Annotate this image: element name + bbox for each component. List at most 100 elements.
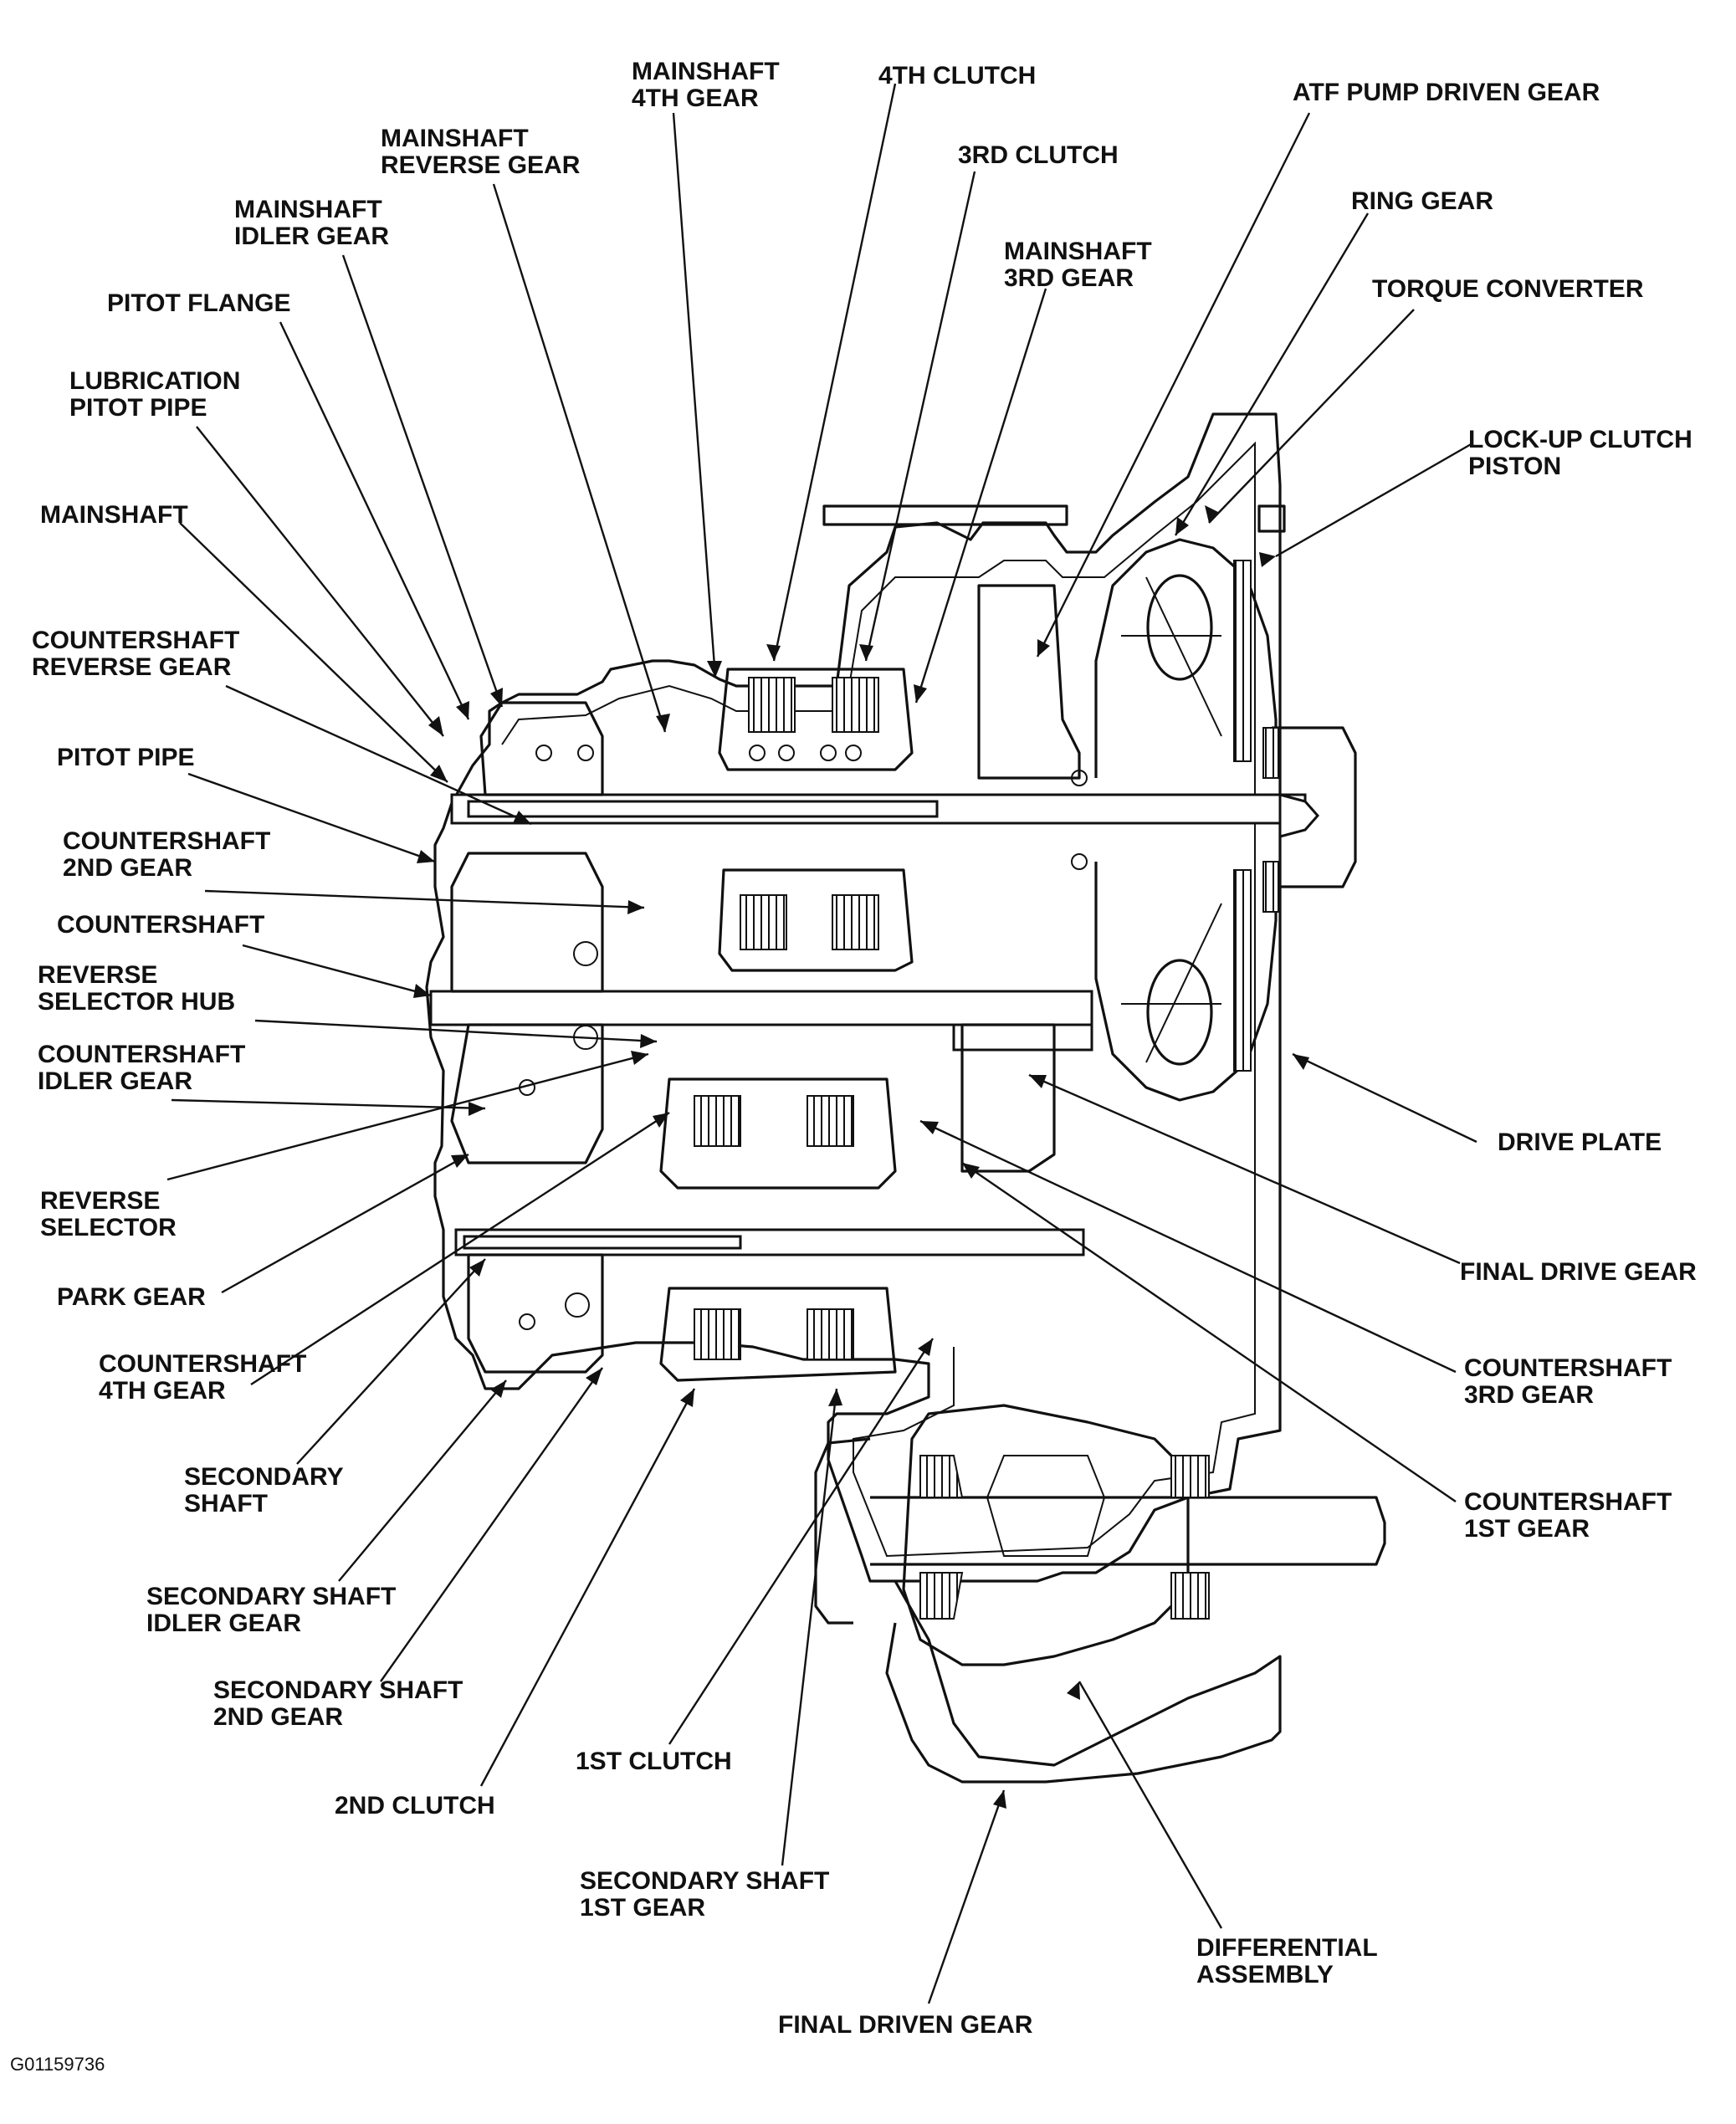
differential-lower-cover <box>885 1580 1282 1784</box>
leader-countershaft-idler-gear <box>171 1098 486 1110</box>
label-mainshaft: MAINSHAFT <box>40 501 188 529</box>
ring-gear-teeth-upper <box>1262 727 1279 779</box>
label-final-drive-gear: FINAL DRIVE GEAR <box>1460 1258 1697 1286</box>
2nd-clutch-pack-upper <box>694 1095 741 1147</box>
leader-secondary-shaft-2nd-gear <box>380 1367 603 1682</box>
bearing-set <box>519 745 1088 1330</box>
1st-clutch-pack-lower <box>807 1308 854 1360</box>
label-drive-plate: DRIVE PLATE <box>1498 1129 1662 1156</box>
differential-bearing-right-upper <box>1170 1455 1210 1498</box>
axle-housing <box>870 1496 1386 1566</box>
leader-final-drive-gear <box>1028 1073 1461 1265</box>
countershaft-gear-cluster-lower-left <box>450 1023 604 1164</box>
label-3rd-clutch: 3RD CLUTCH <box>958 141 1119 169</box>
secondary-shaft-center-bore <box>463 1235 742 1250</box>
final-driven-gear-teeth-lower <box>919 1572 964 1620</box>
label-countershaft: COUNTERSHAFT <box>57 911 264 939</box>
leader-park-gear <box>221 1153 469 1294</box>
torque-converter-lower-turbine <box>1146 959 1213 1066</box>
leader-3rd-clutch <box>864 171 976 662</box>
leader-countershaft-reverse-gear <box>225 684 532 826</box>
secondary-gear-cluster-left <box>467 1253 604 1374</box>
leader-ring-gear <box>1174 212 1370 536</box>
leader-countershaft-2nd-gear <box>204 889 645 909</box>
leader-drive-plate <box>1292 1052 1477 1144</box>
mainshaft-gear-cluster-left <box>479 701 604 796</box>
leader-countershaft-3rd-gear <box>919 1119 1457 1374</box>
leader-final-driven-gear <box>927 1789 1006 2004</box>
housing-bolt-right <box>1257 504 1286 533</box>
leader-reverse-selector-hub <box>254 1019 658 1043</box>
clutch-drum-bottom <box>659 1287 897 1382</box>
leader-2nd-clutch <box>479 1388 696 1787</box>
atf-pump-housing <box>977 584 1081 780</box>
leader-countershaft <box>242 944 432 997</box>
housing-bolt-top <box>822 504 1068 526</box>
differential-pinion <box>986 1455 1106 1557</box>
1st-clutch-pack-upper <box>807 1095 854 1147</box>
reverse-clutch-pack-upper-left <box>740 894 787 950</box>
leader-torque-converter <box>1208 309 1415 524</box>
figure-id: G01159736 <box>10 2054 105 2075</box>
label-ring-gear: RING GEAR <box>1351 187 1493 215</box>
mainshaft-center-bore <box>467 800 939 818</box>
leader-lubrication-pitot-pipe <box>196 426 444 737</box>
leader-atf-pump-driven-gear <box>1036 112 1311 658</box>
3rd-clutch-pack <box>832 677 879 733</box>
clutch-drum-upper <box>718 668 914 771</box>
leader-mainshaft-4th-gear <box>672 112 717 678</box>
label-final-driven-gear: FINAL DRIVEN GEAR <box>778 2011 1033 2039</box>
leader-1st-clutch <box>668 1338 935 1745</box>
clutch-drum-middle <box>718 868 914 972</box>
leader-mainshaft-idler-gear <box>341 254 504 708</box>
arrowheads <box>413 505 1309 1809</box>
label-pitot-pipe: PITOT PIPE <box>57 744 195 771</box>
label-2nd-clutch: 2ND CLUTCH <box>335 1792 495 1819</box>
countershaft-gear-cluster-left <box>450 852 604 993</box>
label-torque-converter: TORQUE CONVERTER <box>1372 275 1644 303</box>
lockup-clutch-plate-upper <box>1233 560 1252 762</box>
label-1st-clutch: 1ST CLUTCH <box>576 1748 732 1775</box>
leader-mainshaft <box>179 522 448 783</box>
differential-case <box>902 1404 1190 1666</box>
leader-mainshaft-reverse-gear <box>492 183 667 733</box>
torque-converter-upper-stator <box>1121 576 1222 737</box>
mainshaft-nose <box>1278 793 1320 838</box>
leader-4th-clutch <box>772 83 897 662</box>
leader-lockup-clutch-piston <box>1275 442 1473 558</box>
lockup-clutch-plate-lower <box>1233 869 1252 1072</box>
drive-plate-hub <box>1272 726 1357 888</box>
countershaft-body <box>429 990 1093 1026</box>
axle-left-stub <box>814 1437 871 1625</box>
label-park-gear: PARK GEAR <box>57 1283 206 1311</box>
differential-bearing-right-lower <box>1170 1572 1210 1620</box>
countershaft-extension <box>952 1023 1093 1052</box>
leader-countershaft-4th-gear <box>250 1111 670 1386</box>
final-drive-gear-block <box>960 1023 1056 1173</box>
transmission-drawing <box>425 412 1386 1784</box>
leader-secondary-shaft-1st-gear <box>781 1388 838 1866</box>
leader-secondary-shaft <box>296 1258 486 1465</box>
label-4th-clutch: 4TH CLUTCH <box>878 62 1036 90</box>
leader-mainshaft-3rd-gear <box>914 288 1047 704</box>
4th-clutch-pack <box>748 677 796 733</box>
clutch-drum-lower <box>659 1077 897 1190</box>
leader-differential-assembly <box>1078 1681 1223 1929</box>
